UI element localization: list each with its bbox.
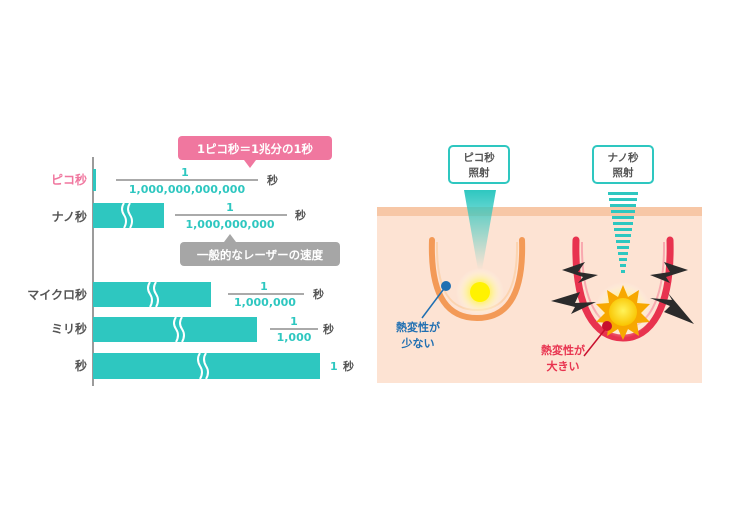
pico-definition-callout: 1ピコ秒＝1兆分の1秒 xyxy=(178,136,332,168)
pico-follicle xyxy=(428,237,526,322)
pico-heat-point xyxy=(470,282,490,302)
pico-note-line1: 熱変性が xyxy=(396,320,440,334)
bolt-icon xyxy=(562,262,598,283)
pico-note-line2: 少ない xyxy=(401,336,435,350)
nano-box-line1: ナノ秒 xyxy=(608,151,639,164)
unit: 秒 xyxy=(313,287,324,301)
numerator: 1 xyxy=(226,201,234,214)
pico-definition-text: 1ピコ秒＝1兆分の1秒 xyxy=(197,142,314,156)
row-second: 秒 1 秒 xyxy=(75,352,354,380)
nano-pointer-dot xyxy=(602,321,612,331)
bolt-icon xyxy=(650,262,688,283)
row-pico: ピコ秒 1 1,000,000,000,000 秒 xyxy=(51,166,278,196)
value: 1 xyxy=(330,360,338,373)
skin-background xyxy=(377,207,702,383)
row-label: ナノ秒 xyxy=(52,209,87,224)
unit: 秒 xyxy=(295,208,306,222)
nano-note-line2: 大きい xyxy=(547,359,580,373)
nano-irradiation-label: ナノ秒 照射 xyxy=(592,145,654,184)
numerator: 1 xyxy=(181,166,189,179)
unit: 秒 xyxy=(267,173,278,187)
numerator: 1 xyxy=(260,280,268,293)
pico-pointer-dot xyxy=(441,281,451,291)
row-label: マイクロ秒 xyxy=(27,287,87,302)
bolt-icon xyxy=(650,293,694,324)
common-laser-text: 一般的なレーザーの速度 xyxy=(197,248,324,262)
skin-surface xyxy=(377,207,702,216)
skin-diagram: ピコ秒 照射 ナノ秒 照射 xyxy=(377,145,702,383)
unit: 秒 xyxy=(323,322,334,336)
bolt-icon xyxy=(551,292,596,314)
denominator: 1,000,000,000 xyxy=(185,218,274,231)
timescale-panel: 1ピコ秒＝1兆分の1秒 一般的なレーザーの速度 ピコ秒 1 1,000,000,… xyxy=(27,136,354,386)
pico-irradiation-label: ピコ秒 照射 xyxy=(448,145,510,184)
bar-pico xyxy=(93,169,96,191)
row-nano: ナノ秒 1 1,000,000,000 秒 xyxy=(52,201,306,231)
denominator: 1,000 xyxy=(277,331,312,344)
denominator: 1,000,000,000,000 xyxy=(129,183,246,196)
row-label: ピコ秒 xyxy=(51,172,87,187)
pico-box-line1: ピコ秒 xyxy=(463,151,495,164)
row-label: ミリ秒 xyxy=(51,321,87,336)
row-milli: ミリ秒 1 1,000 秒 xyxy=(51,315,334,344)
nano-beam xyxy=(608,192,638,273)
denominator: 1,000,000 xyxy=(234,296,296,309)
numerator: 1 xyxy=(290,315,298,328)
unit: 秒 xyxy=(343,359,354,373)
nano-box-line2: 照射 xyxy=(613,166,634,179)
row-micro: マイクロ秒 1 1,000,000 秒 xyxy=(27,280,324,309)
pico-box-line2: 照射 xyxy=(469,166,490,179)
common-laser-callout: 一般的なレーザーの速度 xyxy=(180,234,340,266)
pico-beam xyxy=(464,190,496,270)
heat-shock-icons xyxy=(551,262,694,324)
row-label: 秒 xyxy=(75,358,87,373)
nano-note-line1: 熱変性が xyxy=(541,343,585,357)
